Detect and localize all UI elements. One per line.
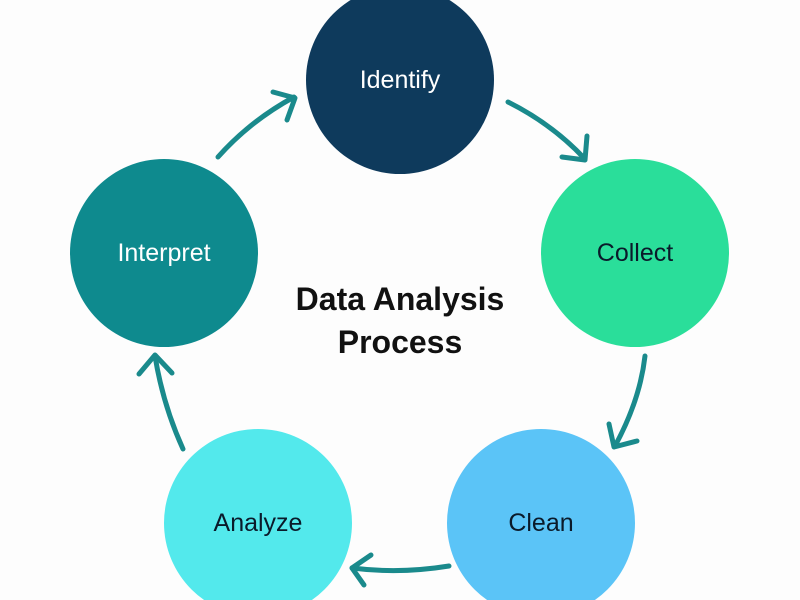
arrow-shaft xyxy=(505,99,587,161)
title-line-1: Data Analysis xyxy=(296,281,505,317)
arrow-identify-to-collect xyxy=(505,99,590,163)
arrow-analyze-to-interpret xyxy=(136,352,186,452)
step-circle[interactable] xyxy=(306,0,494,174)
step-label: Interpret xyxy=(117,239,210,267)
step-node-collect[interactable]: Collect xyxy=(541,159,729,347)
arrow-shaft xyxy=(152,353,186,452)
arrow-head xyxy=(606,421,640,450)
arrow-clean-to-analyze xyxy=(349,552,452,588)
nodes-layer: Identify Collect Clean Analyze Interpret xyxy=(70,0,729,600)
arrow-head xyxy=(559,133,590,163)
step-label: Collect xyxy=(597,239,673,267)
step-node-clean[interactable]: Clean xyxy=(447,429,635,600)
arrow-head xyxy=(270,89,298,123)
arrow-head xyxy=(349,552,374,588)
step-label: Clean xyxy=(508,509,573,537)
title-line-2: Process xyxy=(338,324,463,360)
arrow-shaft xyxy=(612,353,648,449)
step-circle[interactable] xyxy=(164,429,352,600)
step-circle[interactable] xyxy=(447,429,635,600)
step-circle[interactable] xyxy=(541,159,729,347)
step-circle[interactable] xyxy=(70,159,258,347)
diagram-title: Data Analysis Process xyxy=(296,281,505,360)
arrow-shaft xyxy=(349,563,452,574)
step-node-analyze[interactable]: Analyze xyxy=(164,429,352,600)
arrow-shaft xyxy=(215,94,297,160)
arrow-collect-to-clean xyxy=(606,353,648,450)
arrows-layer xyxy=(136,89,648,588)
arrow-head xyxy=(136,352,175,377)
step-node-identify[interactable]: Identify xyxy=(306,0,494,174)
step-node-interpret[interactable]: Interpret xyxy=(70,159,258,347)
step-label: Analyze xyxy=(214,509,303,537)
step-label: Identify xyxy=(360,66,441,94)
arrow-interpret-to-identify xyxy=(215,89,298,160)
